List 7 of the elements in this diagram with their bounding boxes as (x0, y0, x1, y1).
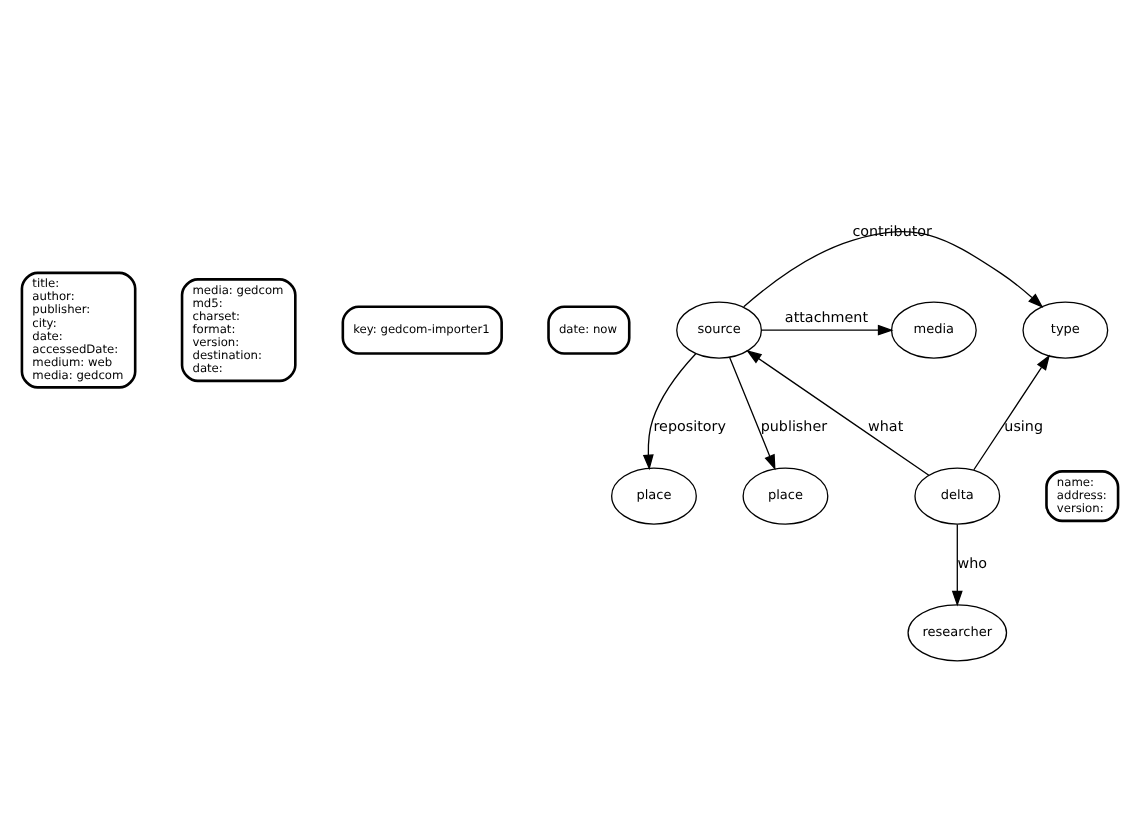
arrow (746, 349, 930, 475)
arrow (728, 355, 776, 470)
arrow (743, 230, 1044, 307)
arrow (642, 352, 697, 470)
arrow (951, 522, 963, 606)
arrow (973, 353, 1050, 470)
arrow (760, 323, 894, 335)
